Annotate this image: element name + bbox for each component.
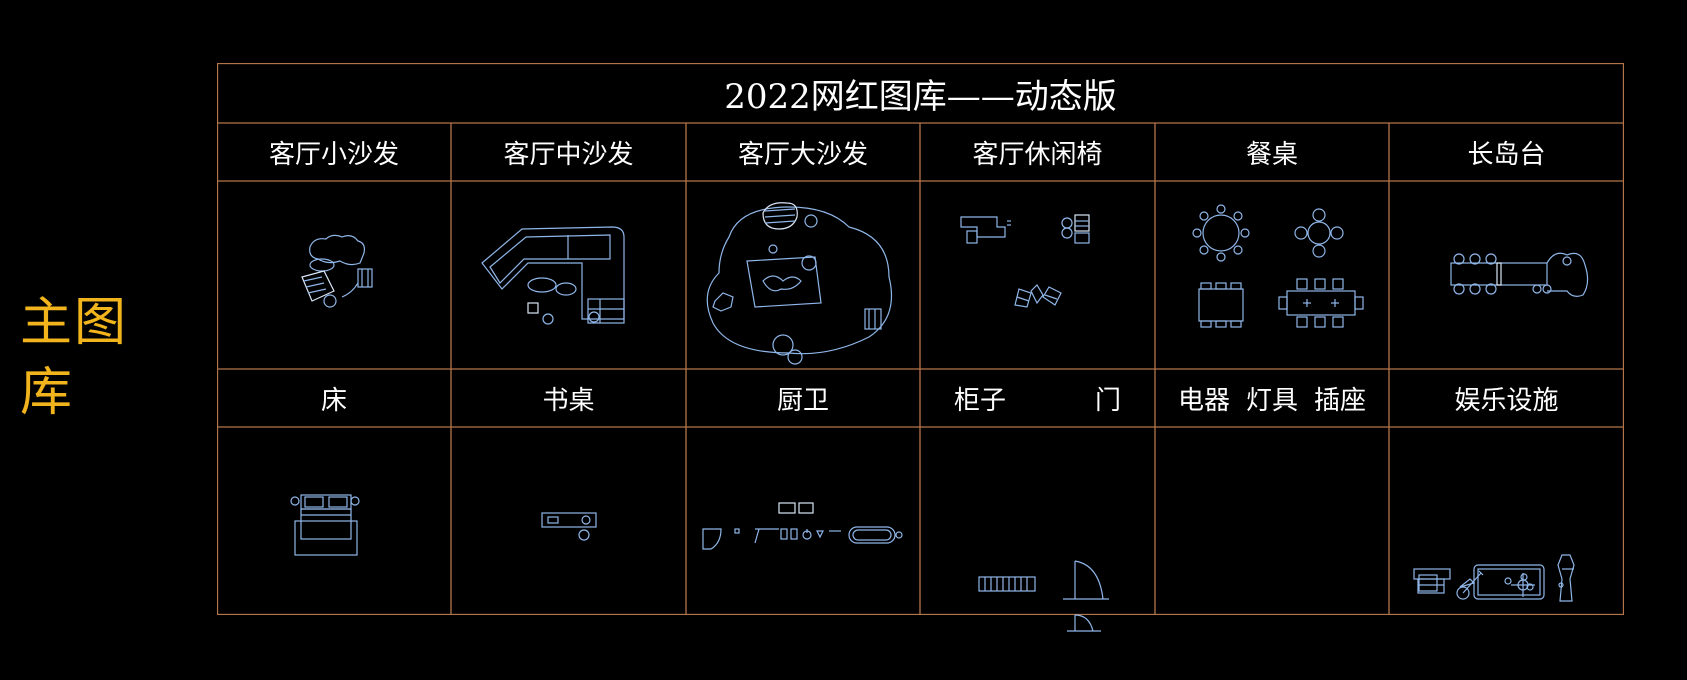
header-kitchen-bath[interactable]: 厨卫 (776, 385, 829, 416)
bed-symbol[interactable] (289, 491, 369, 561)
header-leisure-chair[interactable]: 客厅休闲椅 (972, 139, 1103, 170)
header-lamp[interactable]: 灯具 (1245, 385, 1298, 416)
dining-table-symbol[interactable] (1177, 201, 1367, 351)
side-label-main-library: 主图库 (20, 293, 129, 423)
entertainment-symbol[interactable] (1412, 551, 1592, 607)
library-board: 2022网红图库——动态版 客厅小沙发 客厅中沙发 客厅大沙发 客厅休闲椅 餐桌… (217, 63, 1624, 632)
header-bed[interactable]: 床 (320, 385, 347, 416)
header-small-sofa[interactable]: 客厅小沙发 (268, 139, 399, 170)
leisure-chair-symbol[interactable] (957, 213, 1107, 323)
medium-sofa-symbol[interactable] (472, 223, 632, 333)
header-island-counter[interactable]: 长岛台 (1467, 139, 1546, 170)
header-desk[interactable]: 书桌 (542, 385, 595, 416)
header-door[interactable]: 门 (1094, 385, 1121, 416)
desk-symbol[interactable] (540, 509, 600, 543)
board-title: 2022网红图库——动态版 (724, 76, 1117, 117)
header-large-sofa[interactable]: 客厅大沙发 (737, 139, 868, 170)
board-grid (217, 63, 1624, 615)
header-appliance[interactable]: 电器 (1177, 385, 1230, 416)
small-sofa-symbol[interactable] (282, 231, 382, 316)
header-entertainment[interactable]: 娱乐设施 (1454, 385, 1559, 416)
header-socket[interactable]: 插座 (1314, 385, 1367, 416)
header-cabinet-door: 柜子 门 (920, 369, 1155, 427)
header-dining-table[interactable]: 餐桌 (1245, 139, 1298, 170)
large-sofa-symbol[interactable] (699, 197, 909, 365)
header-cabinet[interactable]: 柜子 (954, 385, 1007, 416)
kitchen-bath-symbol[interactable] (699, 499, 909, 555)
header-medium-sofa[interactable]: 客厅中沙发 (503, 139, 634, 170)
cabinet-symbol[interactable] (977, 575, 1037, 593)
door-symbol[interactable] (1061, 559, 1117, 635)
island-counter-symbol[interactable] (1447, 249, 1597, 309)
header-appliance-lamp-socket: 电器 灯具 插座 (1155, 369, 1389, 427)
